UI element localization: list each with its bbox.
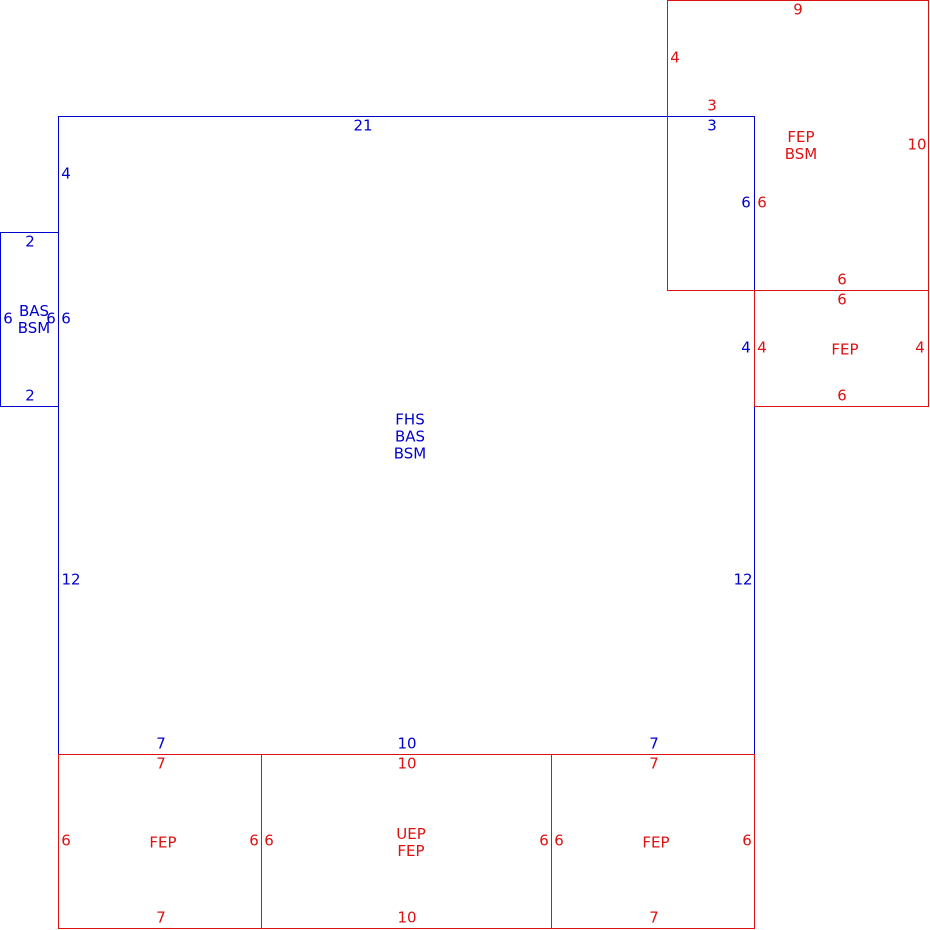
left-dim-bottom: 2: [25, 386, 35, 405]
main-room-tags: FHS BAS BSM: [393, 410, 427, 463]
main-dim-bottom-left: 7: [156, 734, 166, 753]
bottom-mid-dim-bottom: 10: [397, 908, 417, 927]
top-right-room-tags: FEP BSM: [785, 129, 818, 163]
bottom-right-dim-top: 7: [649, 754, 659, 773]
top-right-dim-left: 4: [670, 48, 680, 67]
left-dim-right-inner: 6: [46, 309, 56, 328]
left-room-tags: BAS BSM: [18, 303, 51, 337]
bottom-mid-dim-right: 6: [539, 831, 549, 850]
mid-right-dim-left: 4: [757, 338, 767, 357]
mid-right-room: [754, 290, 929, 407]
bottom-right-dim-bottom: 7: [649, 908, 659, 927]
bottom-mid-room-tag-1: UEP: [396, 825, 426, 843]
mid-right-room-tag-1: FEP: [831, 340, 859, 359]
main-dim-right-upper: 6: [741, 193, 751, 212]
top-right-dim-top: 9: [793, 0, 803, 19]
top-right-dim-bottom: 6: [837, 270, 847, 289]
top-right-room-tag-1: FEP: [787, 128, 815, 146]
bottom-right-dim-left: 6: [554, 831, 564, 850]
left-room-tag-2: BSM: [17, 319, 51, 337]
mid-right-room-tags: FEP: [831, 340, 859, 359]
main-dim-bottom-mid: 10: [397, 734, 417, 753]
bottom-left-room-tag-1: FEP: [149, 833, 177, 852]
main-dim-right-lower: 12: [733, 570, 753, 589]
top-right-dim-inner: 6: [757, 193, 767, 212]
bottom-left-room-tags: FEP: [149, 833, 177, 852]
left-room: [0, 232, 59, 407]
main-dim-top-right: 3: [707, 116, 717, 135]
left-room-tag-1: BAS: [18, 302, 50, 320]
bottom-right-dim-right: 6: [742, 831, 752, 850]
bottom-mid-room-tag-2: FEP: [397, 842, 425, 860]
bottom-left-dim-left: 6: [61, 831, 71, 850]
bottom-left-dim-bottom: 7: [156, 908, 166, 927]
main-room-tag-1: FHS: [395, 410, 425, 429]
left-dim-left: 6: [3, 309, 13, 328]
bottom-right-room: [551, 754, 755, 929]
main-dim-top: 21: [353, 116, 373, 135]
bottom-right-room-tags: FEP: [642, 833, 670, 852]
bottom-mid-dim-top: 10: [397, 754, 417, 773]
mid-right-dim-bottom: 6: [837, 386, 847, 405]
left-dim-top: 2: [25, 232, 35, 251]
bottom-right-room-tag-1: FEP: [642, 833, 670, 852]
top-right-room-tag-2: BSM: [784, 145, 818, 163]
main-dim-left-lower: 12: [61, 570, 81, 589]
main-room-tag-2: BAS: [394, 427, 426, 446]
mid-right-dim-top: 6: [837, 290, 847, 309]
top-right-dim-left-bottom: 3: [707, 96, 717, 115]
left-dim-right-outer: 6: [61, 309, 71, 328]
main-dim-left-upper: 4: [61, 164, 71, 183]
bottom-left-dim-right: 6: [249, 831, 259, 850]
bottom-mid-dim-left: 6: [264, 831, 274, 850]
mid-right-dim-right: 4: [915, 338, 925, 357]
bottom-left-dim-top: 7: [156, 754, 166, 773]
bottom-mid-room-tags: UEP FEP: [396, 826, 426, 860]
main-dim-bottom-right: 7: [649, 734, 659, 753]
main-room-tag-3: BSM: [393, 444, 427, 463]
top-right-dim-right: 10: [907, 135, 927, 154]
main-dim-right-mid: 4: [741, 338, 751, 357]
